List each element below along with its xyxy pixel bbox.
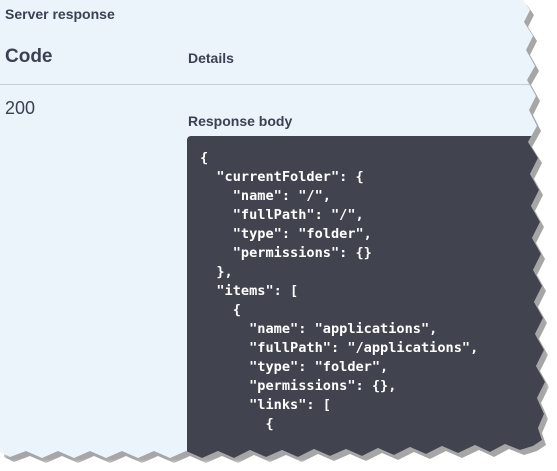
response-status-code: 200 (5, 98, 36, 118)
response-body-json[interactable]: { "currentFolder": { "name": "/", "fullP… (200, 150, 479, 432)
header-divider (0, 84, 545, 85)
response-body-label: Response body (188, 113, 293, 129)
code-column-header: Code (5, 46, 53, 67)
response-body-code-block[interactable]: { "currentFolder": { "name": "/", "fullP… (187, 136, 545, 458)
server-response-title: Server response (5, 6, 115, 22)
server-response-panel: Server response Code Details 200 Respons… (0, 0, 545, 458)
details-column-header: Details (188, 50, 234, 66)
